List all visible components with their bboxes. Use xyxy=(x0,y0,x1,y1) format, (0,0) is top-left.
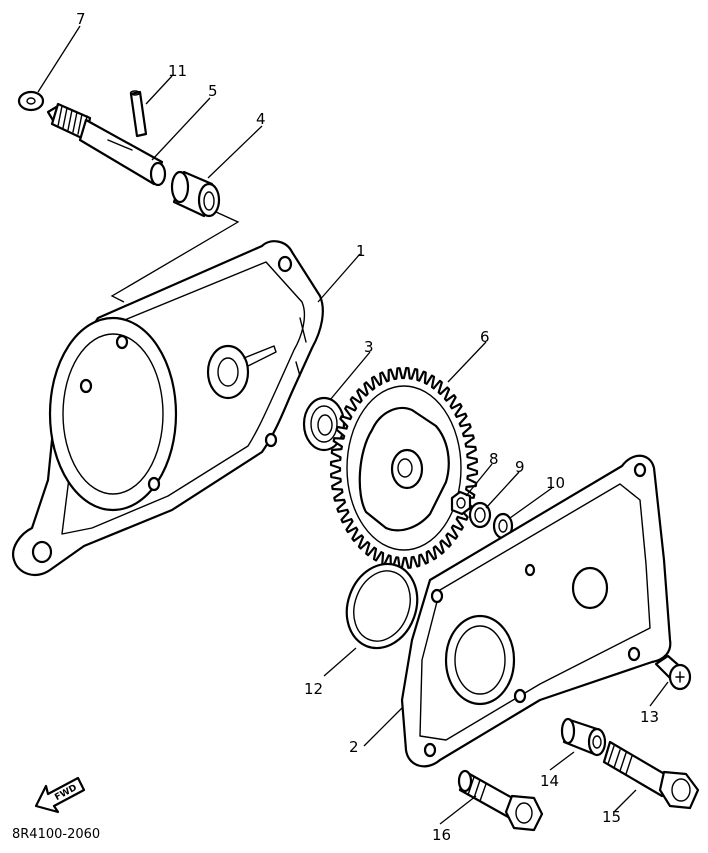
callout-10: 10 xyxy=(546,474,565,492)
callout-7: 7 xyxy=(76,10,86,28)
part-11-pin xyxy=(129,90,148,138)
callout-9: 9 xyxy=(515,458,525,476)
callout-15: 15 xyxy=(602,808,621,826)
fwd-arrow-icon: FWD xyxy=(34,776,86,814)
callout-5: 5 xyxy=(208,82,218,100)
part-4-collar xyxy=(170,170,221,218)
part-3-bearing xyxy=(302,396,346,452)
part-14-dowel xyxy=(560,717,607,757)
drawing-code: 8R4100-2060 xyxy=(12,827,100,842)
callout-3: 3 xyxy=(364,338,374,356)
part-12-o-ring xyxy=(345,562,419,650)
callout-14: 14 xyxy=(540,772,559,790)
part-8-nut xyxy=(450,490,472,516)
part-7-washer xyxy=(17,90,45,112)
callout-12: 12 xyxy=(304,680,323,698)
part-9-washer xyxy=(468,501,492,529)
callout-4: 4 xyxy=(256,110,266,128)
callout-8: 8 xyxy=(489,450,499,468)
leader-lines xyxy=(37,25,669,825)
part-15-bolt xyxy=(602,740,700,810)
callout-6: 6 xyxy=(480,328,490,346)
callout-1: 1 xyxy=(356,242,366,260)
callout-13: 13 xyxy=(640,708,659,726)
part-13-screw xyxy=(654,654,692,691)
part-6-gear xyxy=(329,366,479,570)
part-1-case-cover xyxy=(12,240,324,577)
part-2-cover-plate xyxy=(400,454,672,768)
part-5-shaft xyxy=(46,102,167,187)
callout-11: 11 xyxy=(168,62,187,80)
callout-16: 16 xyxy=(432,826,451,844)
part-10-washer xyxy=(492,512,514,540)
callout-labels: 7 11 5 4 1 3 6 8 9 10 12 2 13 14 15 16 xyxy=(76,10,659,844)
part-16-bolt xyxy=(457,769,544,832)
callout-2: 2 xyxy=(349,738,359,756)
